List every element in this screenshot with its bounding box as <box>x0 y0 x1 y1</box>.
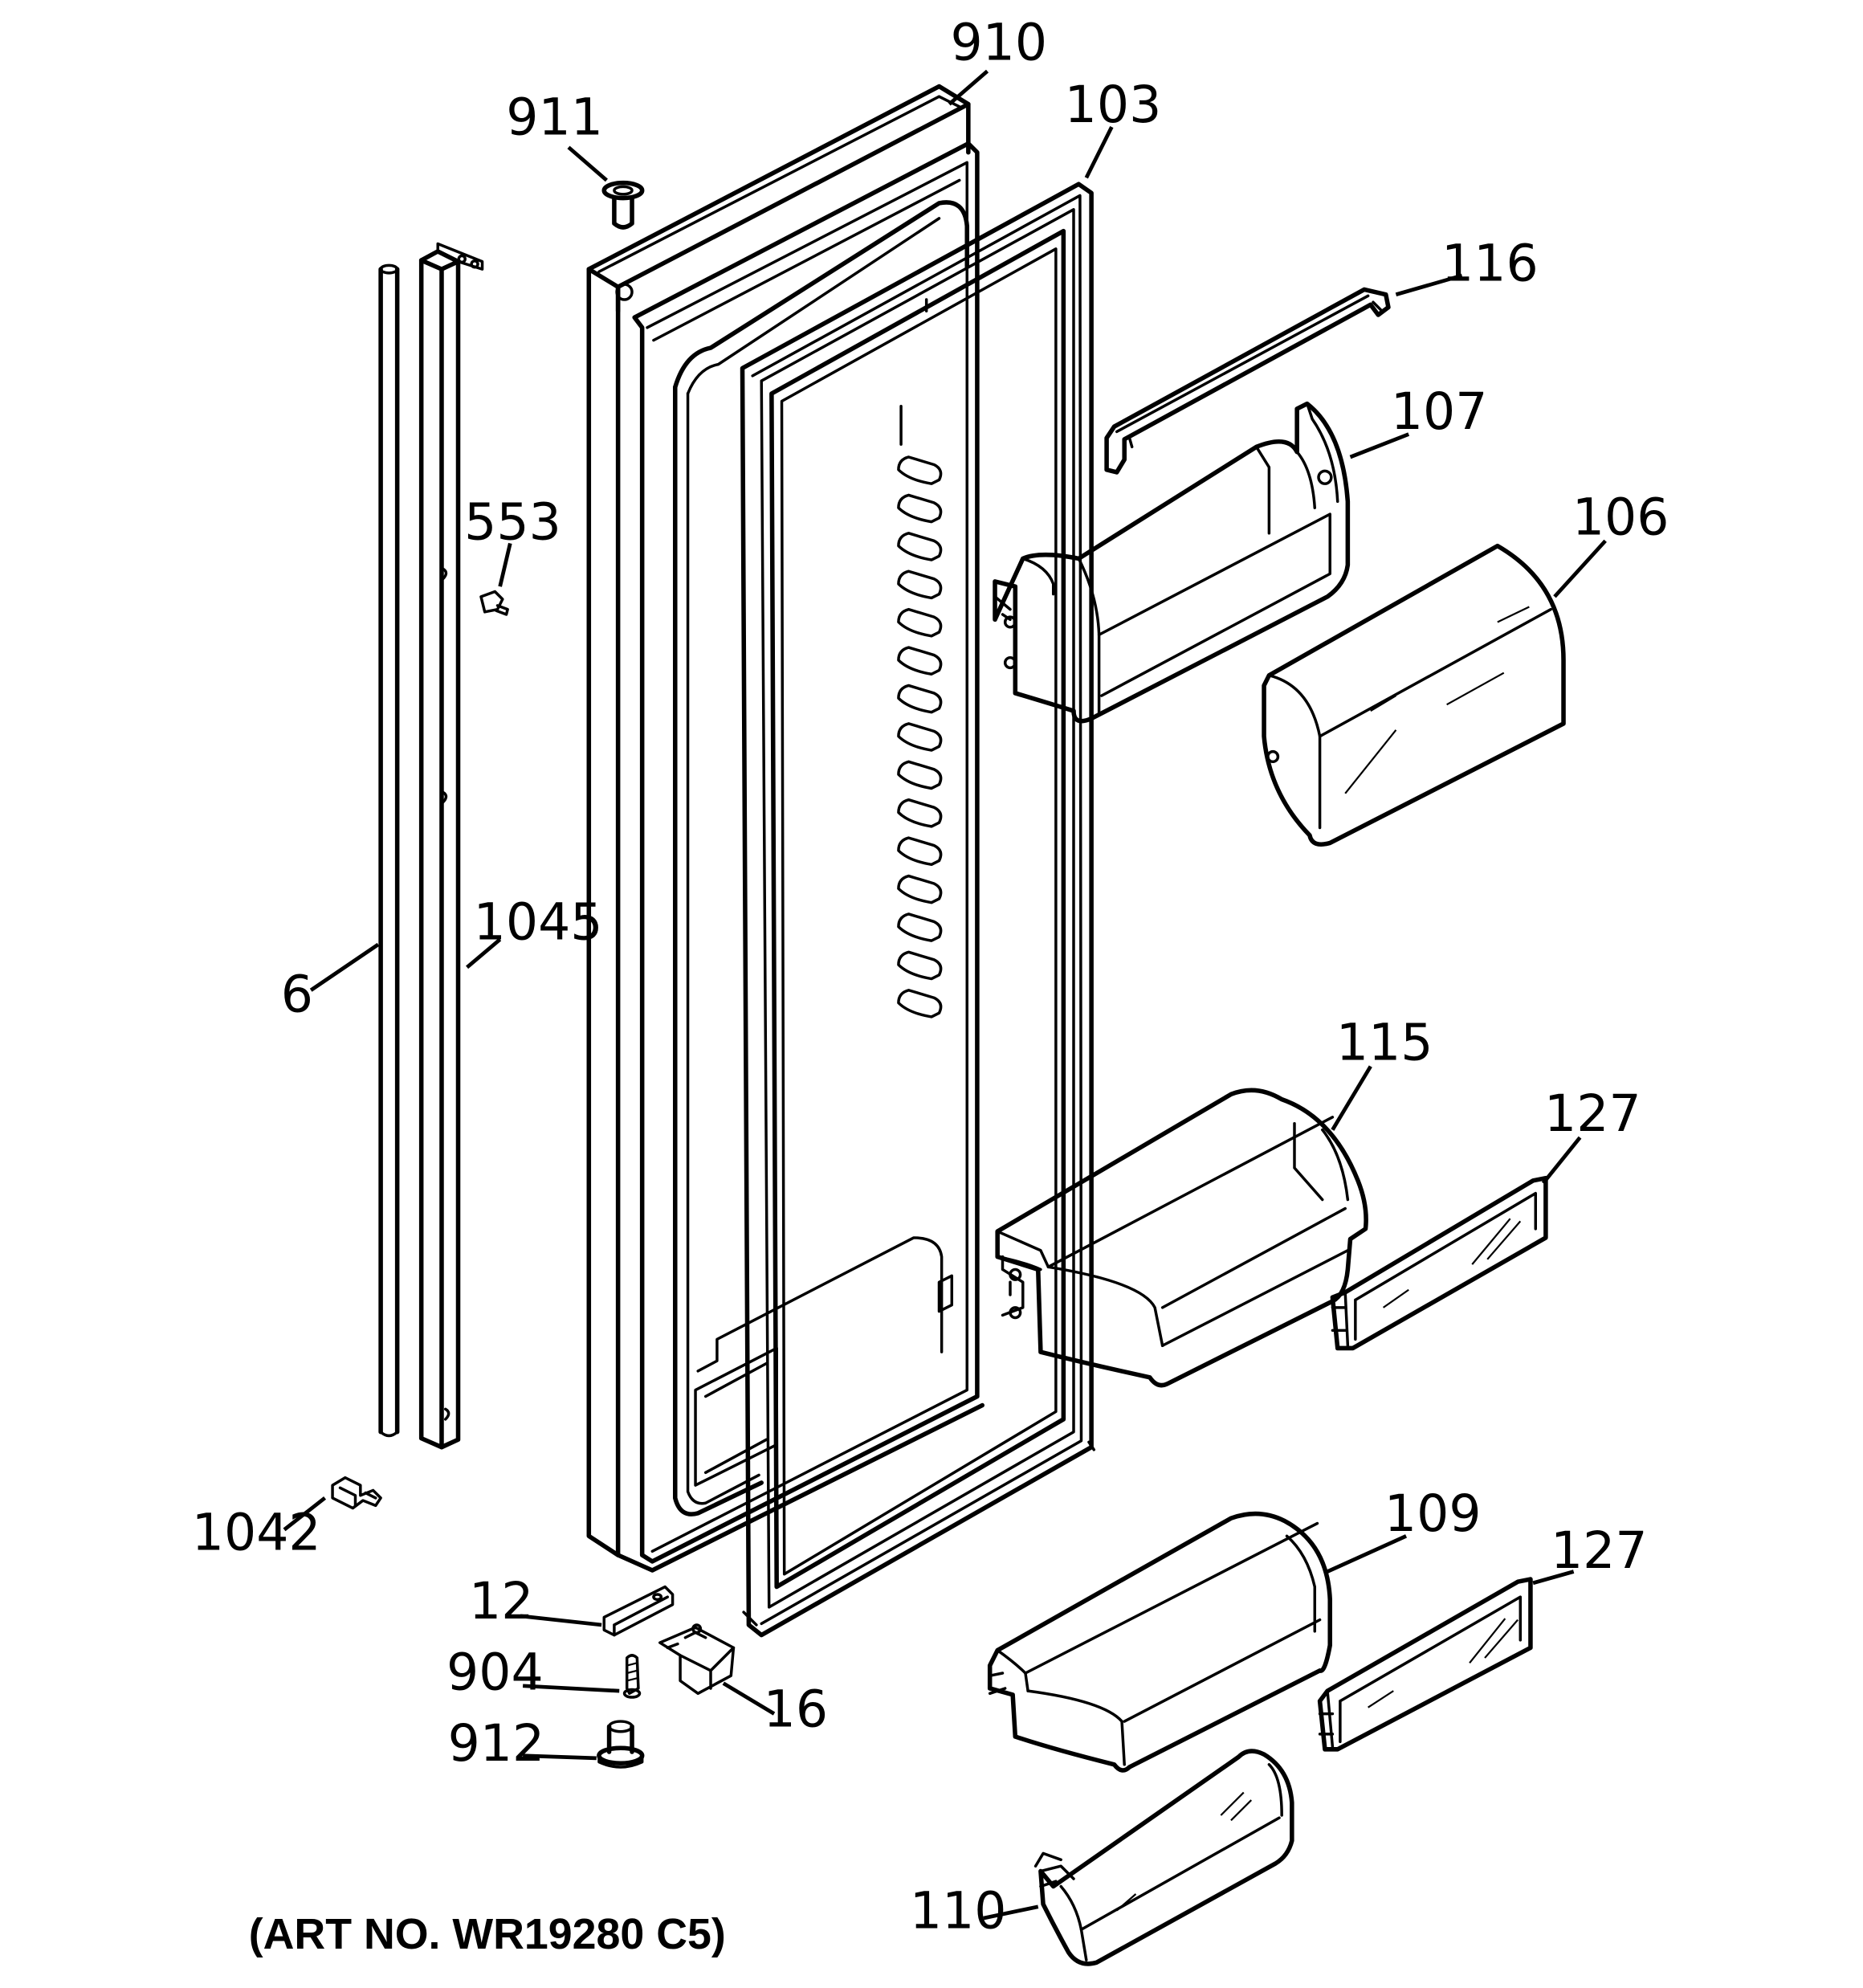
shelf-support-ribs <box>897 455 943 1018</box>
part-1042-hinge-bracket <box>331 1476 382 1510</box>
callout-910: 910 <box>950 12 1047 71</box>
part-127-lower-end-cap <box>1317 1577 1533 1752</box>
callout-911: 911 <box>506 88 603 147</box>
callout-127-lower: 127 <box>1551 1521 1648 1580</box>
part-16-cam-block <box>658 1623 736 1696</box>
part-127-upper-end-cap <box>1330 1175 1548 1351</box>
callout-904: 904 <box>446 1643 544 1702</box>
callout-103: 103 <box>1065 75 1162 134</box>
part-1045-trim-channel <box>418 242 484 1450</box>
part-904-screw <box>622 1654 642 1699</box>
callout-127-upper: 127 <box>1544 1084 1641 1143</box>
callout-109: 109 <box>1384 1484 1482 1543</box>
part-910-door-shell <box>586 84 984 1573</box>
part-110-bottom-bin <box>1033 1749 1294 1966</box>
part-912-bushing <box>597 1720 645 1769</box>
callout-12: 12 <box>469 1571 533 1631</box>
part-107-upper-bin <box>993 401 1351 724</box>
callout-106: 106 <box>1572 487 1669 546</box>
callout-912: 912 <box>448 1713 545 1773</box>
art-number: (ART NO. WR19280 C5) <box>249 1910 726 1958</box>
part-109-lower-bin <box>987 1511 1333 1773</box>
part-12-hinge-plate <box>602 1585 675 1637</box>
part-103-gasket <box>740 182 1096 1638</box>
leader-lines <box>283 69 1607 1921</box>
callout-116: 116 <box>1441 233 1539 292</box>
callout-115: 115 <box>1336 1013 1433 1072</box>
part-116-trim-cap <box>1104 287 1391 475</box>
callout-553: 553 <box>464 492 561 552</box>
part-553-screw <box>479 590 509 616</box>
callout-6: 6 <box>281 965 313 1024</box>
callout-107: 107 <box>1391 382 1488 441</box>
part-6-rod <box>378 263 400 1438</box>
part-115-middle-bin <box>995 1088 1368 1388</box>
part-911-bushing <box>601 180 645 230</box>
callout-16: 16 <box>764 1679 828 1738</box>
callout-labels: 910 911 103 116 107 106 553 1045 6 115 1… <box>192 12 1669 1940</box>
callout-1045: 1045 <box>474 892 603 952</box>
part-106-bin-cover <box>1262 543 1566 847</box>
callout-1042: 1042 <box>192 1503 321 1562</box>
callout-110: 110 <box>910 1881 1007 1941</box>
